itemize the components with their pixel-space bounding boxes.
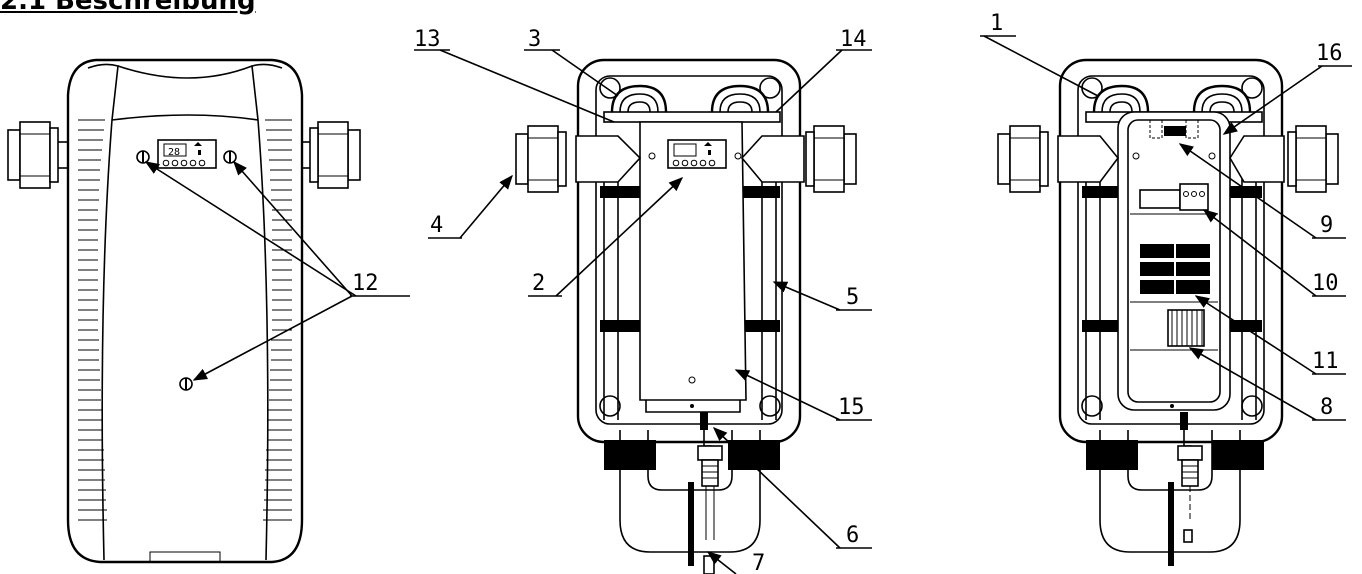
ribbing-left [78, 119, 107, 521]
housing-screw [179, 377, 193, 391]
label-4: 4 [430, 213, 443, 238]
section-title: 2.1 Beschreibung [0, 0, 256, 16]
label-3: 3 [528, 27, 541, 52]
housing-internal-view [997, 58, 1339, 566]
housing-screw [136, 150, 150, 164]
housing-front-view [515, 58, 857, 574]
control-display [157, 139, 217, 169]
control-display [667, 139, 727, 169]
label-13: 13 [414, 27, 441, 52]
label-11: 11 [1312, 349, 1339, 374]
label-9: 9 [1320, 213, 1333, 238]
label-7: 7 [752, 551, 765, 574]
label-10: 10 [1312, 271, 1339, 296]
label-16: 16 [1316, 41, 1343, 66]
callout-12: 12 [144, 160, 410, 381]
label-8: 8 [1320, 395, 1333, 420]
callouts-internal-view: 1 16 9 10 11 8 [980, 11, 1352, 421]
housing-closed-view: 28 [7, 58, 361, 564]
label-12: 12 [352, 271, 379, 296]
ribbing-right [263, 119, 292, 521]
label-14: 14 [840, 27, 867, 52]
label-15: 15 [838, 395, 865, 420]
label-6: 6 [846, 523, 859, 548]
label-2: 2 [532, 271, 545, 296]
housing-screw [223, 150, 237, 164]
display-reading: 28 [168, 147, 180, 158]
label-5: 5 [846, 285, 859, 310]
callouts-front-view: 13 3 14 4 2 5 15 6 7 [414, 27, 872, 574]
label-1: 1 [990, 11, 1003, 36]
terminal-blocks [1140, 244, 1210, 294]
